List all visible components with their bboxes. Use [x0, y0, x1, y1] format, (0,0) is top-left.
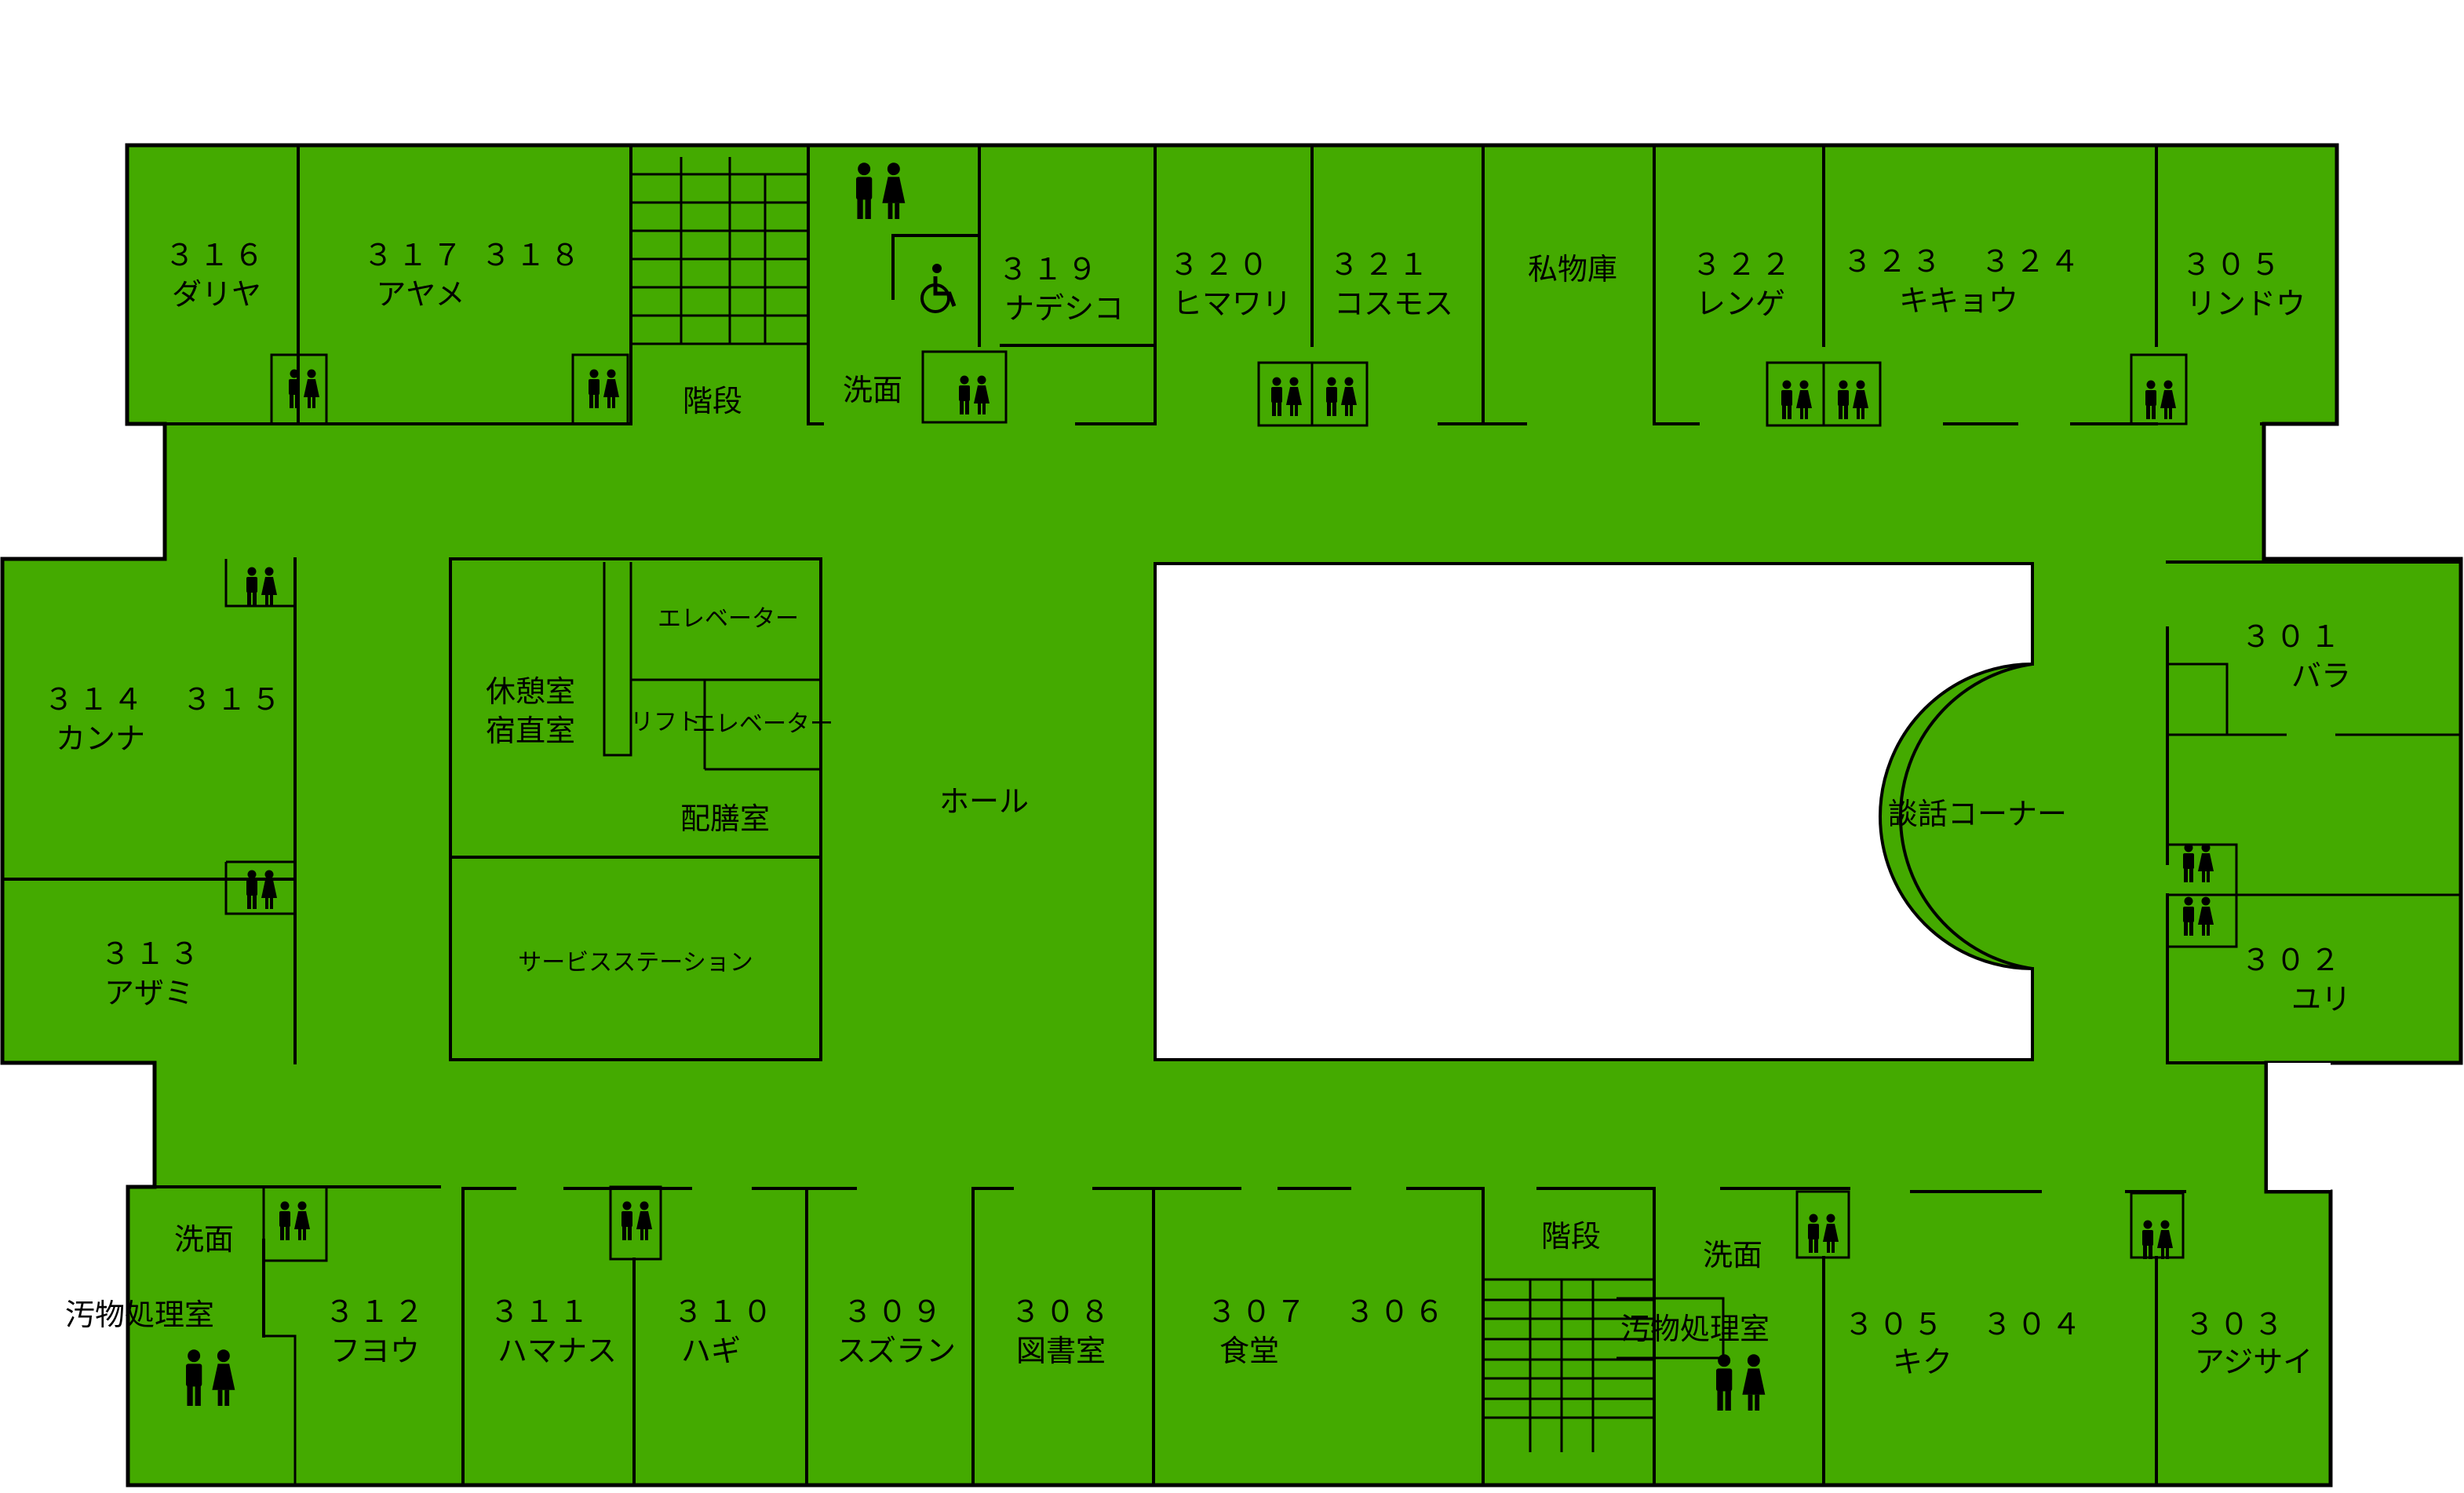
room-321-name: コスモス	[1334, 287, 1453, 321]
room-303-name: アジサイ	[2195, 1345, 2313, 1379]
room-302-number: ３０２	[2241, 943, 2345, 977]
room-316-name: ダリヤ	[172, 277, 261, 312]
pantry-label: 配膳室	[680, 801, 770, 836]
wc-stall-319	[921, 350, 1008, 424]
room-320-name: ヒマワリ	[1172, 287, 1292, 321]
room-312-number: ３１２	[325, 1294, 428, 1329]
room-323-number: ３２３ ３２４	[1843, 244, 2084, 279]
room-305-top-number: ３０５	[2182, 247, 2285, 282]
room-323-name: キキョウ	[1899, 283, 2018, 318]
wc-stall-305top	[2130, 353, 2188, 425]
service-station-label: サービスステーション	[518, 949, 753, 976]
storage-label: 私物庫	[1528, 252, 1617, 287]
room-312-name: フヨウ	[330, 1334, 420, 1368]
room-307-number: ３０７ ３０６	[1207, 1294, 1449, 1329]
room-301-name: バラ	[2291, 659, 2351, 693]
lift-label: リフト	[630, 709, 701, 736]
room-314-name: カンナ	[56, 721, 145, 756]
room-319-name: ナデシコ	[1004, 291, 1124, 326]
room-310-number: ３１０	[673, 1294, 777, 1329]
room-310-name: ハギ	[681, 1334, 741, 1368]
room-317-number: ３１７ ３１８	[363, 238, 585, 272]
room-317-name: アヤメ	[376, 277, 465, 312]
room-301-number: ３０１	[2241, 619, 2345, 654]
room-305-name: キク	[1893, 1345, 1952, 1379]
exterior-notch	[2266, 1063, 2331, 1192]
room-320-number: ３２０	[1169, 247, 1273, 282]
hall-label: ホール	[939, 784, 1029, 819]
elevator-2-label: エレベーター	[692, 710, 833, 738]
wc-stall-317	[571, 353, 629, 425]
courtyard-void	[1154, 562, 2034, 1061]
room-308-name: 図書室	[1016, 1334, 1106, 1368]
stairs-bottom-label: 階段	[1541, 1219, 1601, 1254]
room-307-name: 食堂	[1219, 1334, 1279, 1368]
soil-room-bl-label: 汚物処理室	[65, 1298, 214, 1332]
room-322-number: ３２２	[1692, 247, 1795, 282]
room-305-top-name: リンドウ	[2186, 287, 2305, 321]
washroom-bl-label: 洗面	[174, 1222, 234, 1257]
room-314-number: ３１４ ３１５	[44, 682, 286, 717]
room-303-number: ３０３	[2185, 1307, 2288, 1342]
discussion-corner-label: 談話コーナー	[1888, 797, 2067, 831]
night-duty-label: 宿直室	[486, 714, 575, 748]
stairs-top-label: 階段	[683, 384, 742, 418]
room-308-number: ３０８	[1011, 1294, 1114, 1329]
room-311-name: ハマナス	[498, 1334, 617, 1368]
room-322-name: レンゲ	[1696, 287, 1785, 321]
wheelchair-icon	[920, 264, 957, 313]
room-311-number: ３１１	[490, 1294, 593, 1329]
room-309-name: スズラン	[837, 1334, 956, 1368]
washroom-top-label: 洗面	[843, 373, 902, 407]
wc-stall-316	[270, 353, 328, 425]
lounge-label: 休憩室	[486, 674, 575, 709]
room-319-number: ３１９	[998, 252, 1102, 287]
room-313-name: アザミ	[104, 976, 194, 1010]
stairs-bottom-treads	[1483, 1278, 1654, 1452]
room-302-name: ユリ	[2291, 982, 2351, 1017]
discussion-corner	[1898, 663, 2033, 970]
washroom-br-label: 洗面	[1703, 1238, 1762, 1272]
room-305-number: ３０５ ３０４	[1844, 1307, 2086, 1342]
stairs-top-treads	[631, 157, 808, 345]
room-321-number: ３２１	[1329, 247, 1433, 282]
room-309-number: ３０９	[843, 1294, 946, 1329]
soil-room-br-label: 汚物処理室	[1620, 1312, 1770, 1346]
room-313-number: ３１３	[100, 936, 204, 971]
room-316-number: ３１６	[165, 238, 268, 272]
elevator-1-label: エレベーター	[658, 605, 799, 633]
